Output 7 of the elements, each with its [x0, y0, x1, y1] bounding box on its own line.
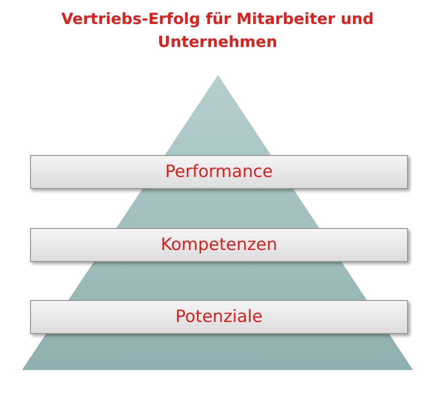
pyramid-level-band — [30, 228, 408, 262]
pyramid-level-band — [30, 155, 408, 189]
level-label: Performance — [165, 162, 273, 182]
level-label: Kompetenzen — [160, 235, 278, 255]
pyramid-level-band — [30, 300, 408, 334]
title: Vertriebs-Erfolg für Mitarbeiter und Unternehmen — [60, 9, 375, 53]
level-label: Potenziale — [175, 307, 263, 327]
